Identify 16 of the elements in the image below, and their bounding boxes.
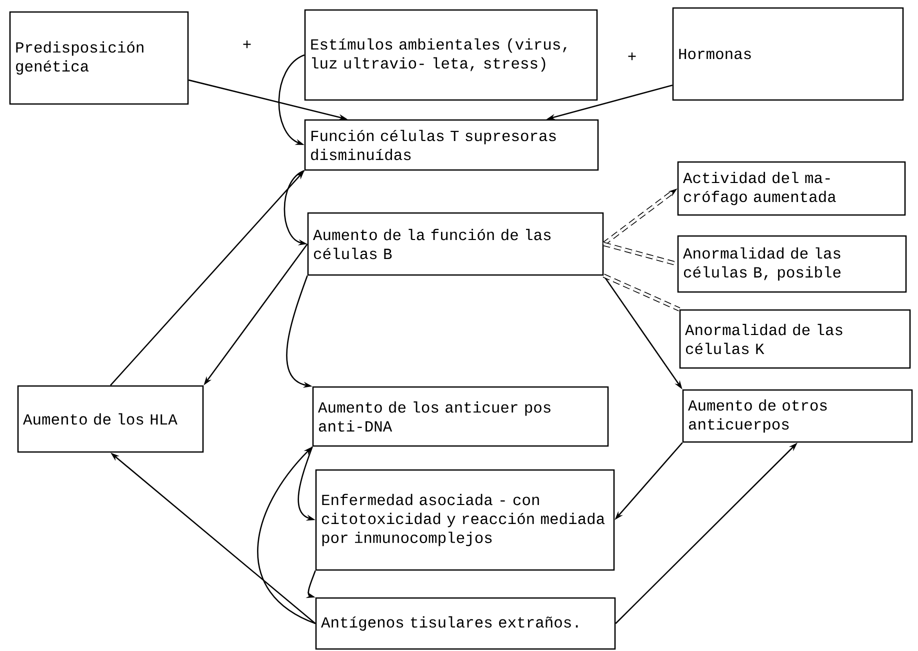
process-box: Aumento de la función de las células B	[307, 212, 604, 276]
process-box: Enfermedad asociada - con citotoxicidad y reacción mediada por inmunocomplejos	[315, 469, 615, 571]
process-box: Anormalidad de las células B, posible	[677, 235, 907, 293]
process-box: Aumento de otros anticuerpos	[682, 389, 913, 443]
process-box: Aumento de los HLA	[17, 385, 204, 453]
process-box: Estímulos ambientales (virus, luz ultravio- leta, stress)	[304, 9, 598, 101]
process-box: Actividad del ma- crófago aumentada	[677, 161, 906, 216]
process-box: Hormonas	[672, 7, 904, 101]
arrow	[278, 54, 305, 145]
process-box: Anormalidad de las células K	[679, 309, 911, 369]
process-box: Antígenos tisulares extraños.	[315, 597, 616, 650]
plus-sign: +	[628, 52, 636, 60]
process-box: Función células T supresoras disminuídas	[304, 119, 599, 171]
process-box: Predisposición genética	[9, 11, 189, 105]
plus-sign: +	[243, 40, 251, 48]
process-box: Aumento de los anticuer pos anti-DNA	[312, 386, 609, 447]
